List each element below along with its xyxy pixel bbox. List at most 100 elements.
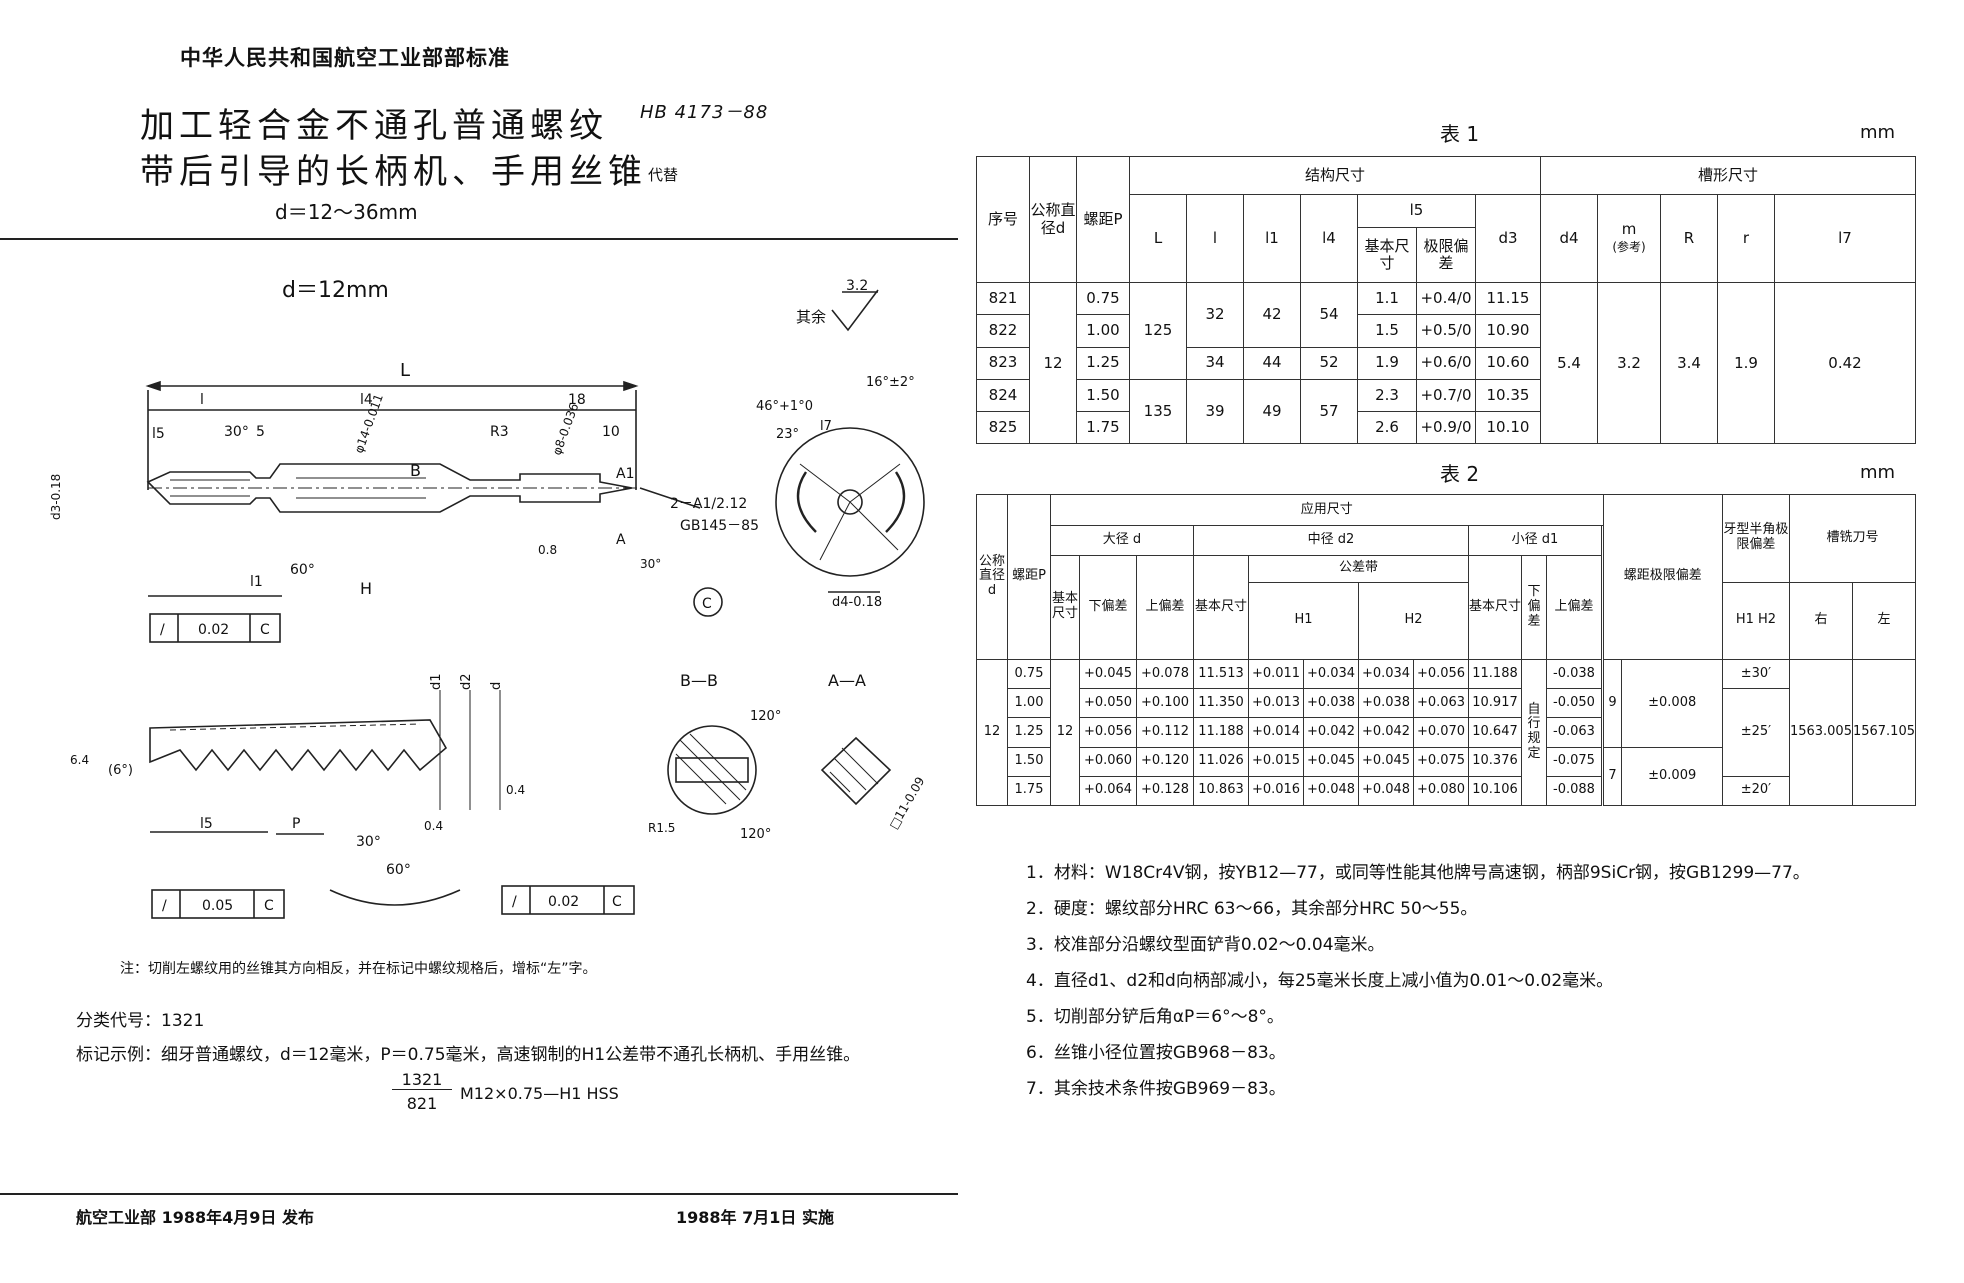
tech-note-1: 1．材料：W18Cr4V钢，按YB12—77，或同等性能其他牌号高速钢，柄部9S… <box>1026 863 1810 883</box>
section-mark-A1: A1 <box>616 466 634 482</box>
table1-h-basic: 基本尺寸 <box>1357 226 1417 284</box>
dim-10: 10 <box>602 424 620 440</box>
standard-org: 中华人民共和国航空工业部部标准 <box>180 46 510 70</box>
angle-30: 30° <box>224 424 249 440</box>
left-handed-note: 注：切削左螺纹用的丝锥其方向相反，并在标记中螺纹规格后，增标“左”字。 <box>120 961 597 977</box>
rough-0.4-a: 0.4 <box>506 783 525 797</box>
rough-0.4-b: 0.4 <box>424 819 443 833</box>
dim-d4: d4-0.18 <box>832 595 882 610</box>
table-row: 1.25 +0.056 +0.112 11.188 +0.014 +0.042 … <box>977 717 1916 748</box>
angle-60: 60° <box>290 562 315 578</box>
dim-0.8: 0.8 <box>538 543 557 557</box>
dim-d14: φ14-0.011 <box>352 392 386 455</box>
section-mark-B: B <box>410 461 421 480</box>
tech-note-3: 3．校准部分沿螺纹型面铲背0.02～0.04毫米。 <box>1026 935 1385 955</box>
tol2-symbol: / <box>162 898 167 914</box>
dim-l: l <box>200 392 204 408</box>
dim-l1: l1 <box>250 574 263 590</box>
radius-R3: R3 <box>490 424 509 440</box>
rough-6.4: 6.4 <box>70 753 89 767</box>
table2-h-H2: H2 <box>1358 581 1469 660</box>
dim-d1: d1 <box>429 673 444 690</box>
table2-h-slot: 槽铣刀号 <box>1788 494 1917 583</box>
table-row: 823 1.25 34 44 52 1.9 +0.6/0 10.60 <box>976 346 1916 380</box>
header-rule <box>0 238 958 240</box>
table-row: 822 1.00 1.5 +0.5/0 10.90 <box>976 314 1916 348</box>
footer-rule <box>0 1193 958 1195</box>
footer-issue: 航空工业部 1988年4月9日 发布 <box>76 1208 314 1227</box>
table2-h-pitchd: 中径 d2 <box>1193 525 1469 556</box>
table2-h-minor-basic: 基本尺寸 <box>1468 554 1522 660</box>
table2-h-minor: 小径 d1 <box>1468 525 1602 556</box>
table1-h-l5: l5 <box>1357 193 1476 228</box>
table1-h-m: m(参考) <box>1597 193 1661 284</box>
tol3-value: 0.02 <box>548 894 579 910</box>
table1-h-groove: 槽形尺寸 <box>1540 156 1916 195</box>
tol2-datum: C <box>264 898 274 914</box>
dim-18: 18 <box>568 392 586 408</box>
table2-h-major-lower: 下偏差 <box>1079 554 1137 660</box>
table-row: 12 0.75 12 +0.045 +0.078 11.513 +0.011 +… <box>976 658 1917 807</box>
table2-h-apply: 应用尺寸 <box>1050 493 1604 527</box>
dim-d3: d3-0.18 <box>49 474 63 520</box>
tech-note-2: 2．硬度：螺纹部分HRC 63～66，其余部分HRC 50～55。 <box>1026 899 1478 919</box>
roughness-label: 其余 <box>796 308 826 326</box>
table2-h-minor-lower: 下偏差 <box>1521 554 1547 660</box>
classification-code: 分类代号：1321 <box>76 1011 205 1031</box>
table-row: 825 1.75 2.6 +0.9/0 10.10 <box>976 410 1916 445</box>
table1-h-r: r <box>1717 193 1775 284</box>
mark-H: H <box>360 579 372 598</box>
tech-note-6: 6．丝锥小径位置按GB968－83。 <box>1026 1043 1286 1063</box>
angle-120-b: 120° <box>740 827 771 842</box>
dim-L: L <box>400 360 410 381</box>
angle-60-thread: 60° <box>386 862 411 878</box>
table-row: 824 1.50 135 39 49 57 2.3 +0.7/0 10.35 <box>976 378 1916 445</box>
table2-h-pitchd-basic: 基本尺寸 <box>1193 554 1249 660</box>
marking-fraction-top: 1321 <box>392 1070 452 1090</box>
table2-h-pitch: 螺距P <box>1007 494 1051 660</box>
table2-h-pitchdev: 螺距极限偏差 <box>1602 494 1723 660</box>
dim-5: 5 <box>256 424 265 440</box>
angle-46: 46°+1°0 <box>756 399 813 414</box>
angle-30-b: 30° <box>640 557 661 571</box>
tol3-datum: C <box>612 894 622 910</box>
angle-6: (6°) <box>108 763 133 778</box>
roughness-value: 3.2 <box>846 278 868 294</box>
center-hole-label: 2－A1/2.12 <box>670 496 747 512</box>
angle-16: 16°±2° <box>866 375 915 390</box>
table2-h-halfangle: 牙型半角极限偏差 <box>1721 494 1790 583</box>
tech-note-5: 5．切削部分铲后角αP＝6°～8°。 <box>1026 1007 1284 1027</box>
datum-C: C <box>702 596 712 612</box>
table-row: 1.50 +0.060 +0.120 11.026 +0.015 +0.045 … <box>977 746 1916 807</box>
table1-h-l: l <box>1186 193 1244 284</box>
table1-h-d3: d3 <box>1475 193 1541 284</box>
radius-R1.5: R1.5 <box>648 821 675 835</box>
table2-h-major-upper: 上偏差 <box>1136 554 1194 660</box>
table2-h-major: 大径 d <box>1050 525 1194 556</box>
angle-120-a: 120° <box>750 709 781 724</box>
table1-nom: 12 <box>1029 282 1077 444</box>
section-mark-A: A <box>616 532 626 548</box>
table2-h-right: 右 <box>1788 581 1853 660</box>
marking-code: M12×0.75—H1 HSS <box>460 1084 619 1103</box>
table1-h-l7: l7 <box>1774 193 1916 284</box>
dim-l5: l5 <box>152 426 165 442</box>
tol1-symbol: / <box>160 622 165 638</box>
section-AA-label: A—A <box>828 671 866 690</box>
marking-example: 标记示例：细牙普通螺纹，d＝12毫米，P＝0.75毫米，高速钢制的H1公差带不通… <box>76 1045 861 1065</box>
square-dim: □11-0.09 <box>886 775 927 832</box>
table2-h-minor-upper: 上偏差 <box>1546 554 1602 660</box>
table2-h-left: 左 <box>1851 581 1917 660</box>
table1-h-limdev: 极限偏差 <box>1416 226 1476 284</box>
drawing-size-label: d＝12mm <box>282 278 389 303</box>
dim-d: d <box>489 682 504 690</box>
dim-l7: l7 <box>820 419 832 434</box>
standard-number: HB 4173－88 <box>640 102 769 123</box>
section-BB-label: B—B <box>680 671 718 690</box>
table2-unit: mm <box>1860 462 1896 483</box>
table1-h-R: R <box>1660 193 1718 284</box>
tol3-symbol: / <box>512 894 517 910</box>
table-row: 1.75 +0.064 +0.128 10.863 +0.016 +0.048 … <box>977 775 1916 807</box>
marking-fraction-bottom: 821 <box>406 1094 438 1113</box>
end-view <box>775 427 925 577</box>
